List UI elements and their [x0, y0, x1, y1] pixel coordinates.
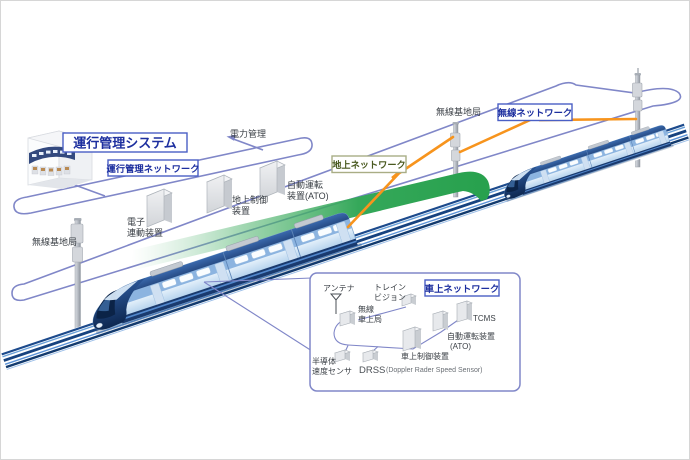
- interlocking-label-l2: 連動装置: [127, 227, 163, 238]
- ato-onboard-unit: [432, 310, 449, 332]
- train-2: [497, 120, 675, 203]
- operator-desks: [31, 165, 71, 176]
- interlocking-label-l1: 電子: [127, 217, 145, 227]
- svg-text:地上ネットワーク: 地上ネットワーク: [332, 159, 406, 170]
- train-vision-label-l1: トレイン: [374, 283, 406, 292]
- ground-control-label-l2: 装置: [232, 205, 250, 216]
- antenna-panel: [633, 99, 643, 112]
- antenna-label: アンテナ: [323, 284, 355, 293]
- ato-onboard-label-l2: (ATO): [450, 342, 471, 351]
- operation-network-label: 運行管理ネットワーク: [107, 159, 200, 177]
- svg-text:運行管理システム: 運行管理システム: [73, 136, 177, 151]
- power-mgmt-label: 電力管理: [230, 128, 266, 139]
- operation-system-label: 運行管理システム: [62, 132, 188, 153]
- speed-sensor-label-l1: 半導体: [312, 356, 336, 366]
- wireless-onboard-label-l1: 無線: [358, 304, 374, 314]
- electronic-interlocking-cabinet: [146, 188, 173, 228]
- speed-sensor-unit: [334, 349, 351, 363]
- base-station-pole-left: [70, 218, 84, 335]
- onboard-callout: アンテナ トレイン ビジョン 無線 車上局 TCMS 自動運転装置 (ATO) …: [203, 272, 521, 392]
- svg-text:運行管理ネットワーク: 運行管理ネットワーク: [107, 163, 200, 174]
- antenna-panel: [70, 223, 84, 244]
- tcms-unit: [456, 300, 473, 323]
- base-station-pole-right: [632, 68, 643, 168]
- callout-leader-lines: [203, 277, 313, 352]
- svg-text:車上ネットワーク: 車上ネットワーク: [425, 283, 499, 294]
- antenna-panel: [450, 132, 461, 148]
- wireless-onboard-label-l2: 車上局: [358, 314, 382, 324]
- wireless-backbone-loop: [11, 81, 682, 302]
- ato-ground-cabinet: [259, 160, 286, 200]
- ato-ground-label-l2: 装置(ATO): [287, 190, 329, 201]
- tcms-label: TCMS: [473, 314, 496, 323]
- antenna-panel: [72, 246, 83, 263]
- ground-control-cabinet: [206, 174, 233, 214]
- power-mgmt-arrowhead: [226, 134, 236, 141]
- drss-unit: [362, 349, 379, 363]
- ato-onboard-label-l1: 自動運転装置: [447, 331, 495, 341]
- antenna-icon: [329, 293, 343, 314]
- ato-ground-label-l1: 自動運転: [287, 179, 323, 190]
- antenna-panel: [451, 149, 461, 162]
- drss-label: DRSS: [359, 365, 385, 376]
- base-station-left-label: 無線基地局: [32, 236, 77, 247]
- speed-sensor-label-l2: 速度センサ: [312, 366, 352, 376]
- onboard-control-label: 車上制御装置: [401, 351, 449, 361]
- base-station-right-label: 無線基地局: [436, 106, 481, 117]
- ground-control-label-l1: 地上制御: [232, 194, 268, 205]
- onboard-network-label: 車上ネットワーク: [424, 279, 500, 297]
- train-vision-label-l2: ビジョン: [374, 293, 406, 302]
- train-vision-unit: [401, 293, 417, 307]
- power-mgmt-link-line: [231, 137, 264, 151]
- wireless-onboard-unit: [339, 310, 356, 327]
- drss-full-label: (Doppler Rader Speed Sensor): [386, 367, 483, 374]
- onboard-control-unit: [402, 326, 422, 352]
- svg-text:無線ネットワーク: 無線ネットワーク: [498, 107, 572, 118]
- antenna-panel: [632, 82, 643, 98]
- wireless-network-label: 無線ネットワーク: [497, 103, 573, 122]
- ground-network-label: 地上ネットワーク: [331, 155, 407, 174]
